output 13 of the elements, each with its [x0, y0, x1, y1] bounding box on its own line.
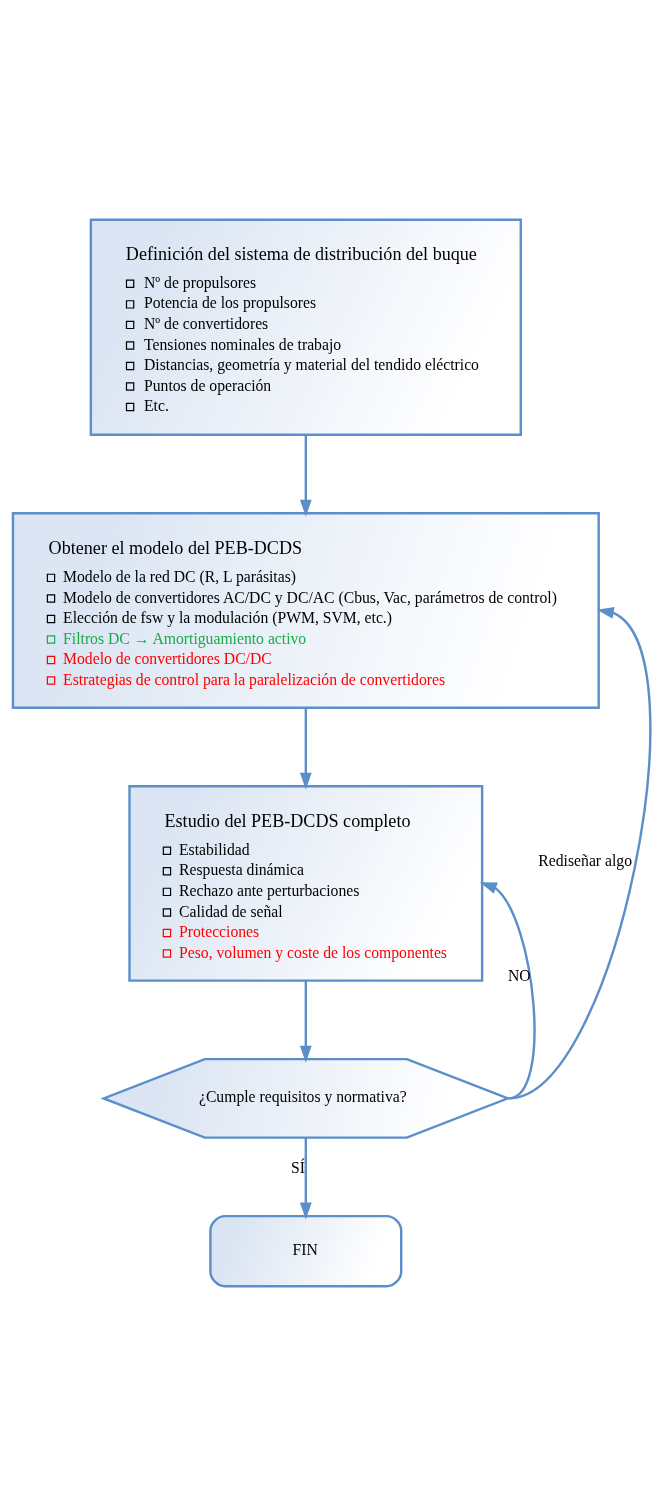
arrow — [299, 980, 312, 1063]
arrow — [299, 707, 312, 790]
arrow — [299, 1137, 312, 1220]
node-box: Obtener el modelo del PEB-DCDS Modelo de la red DC (R, L parásitas) Modelo de convertidores AC/DC y DC/AC (Cbus, Vac, parámetros de control) Elección de fsw y la modulación (PWM, SVM, etc.) Filtros DC → Amortiguamiento activo Modelo de convertidores DC/DC Estrategias de control para la paralelización de convertidores — [11, 512, 600, 709]
arrow — [508, 607, 651, 1100]
node-box: FIN — [209, 1214, 403, 1288]
node-box: Definición del sistema de distribución del buque Nº de propulsores Potencia de los propulsores Nº de convertidores Tensiones nominales de trabajo Distancias, geometría y material del tendido eléctrico Puntos de operación Etc. — [89, 218, 522, 436]
edge-label: Rediseñar algo — [538, 852, 633, 870]
node-box: Estudio del PEB-DCDS completo Estabilidad Respuesta dinámica Rechazo ante perturbaciones Calidad de señal Protecciones Peso, volumen y coste de los componentes — [128, 785, 484, 982]
edge-label: SÍ — [290, 1158, 305, 1176]
arrow — [479, 882, 536, 1100]
arrow — [299, 435, 312, 517]
edge-label: NO — [508, 967, 531, 985]
